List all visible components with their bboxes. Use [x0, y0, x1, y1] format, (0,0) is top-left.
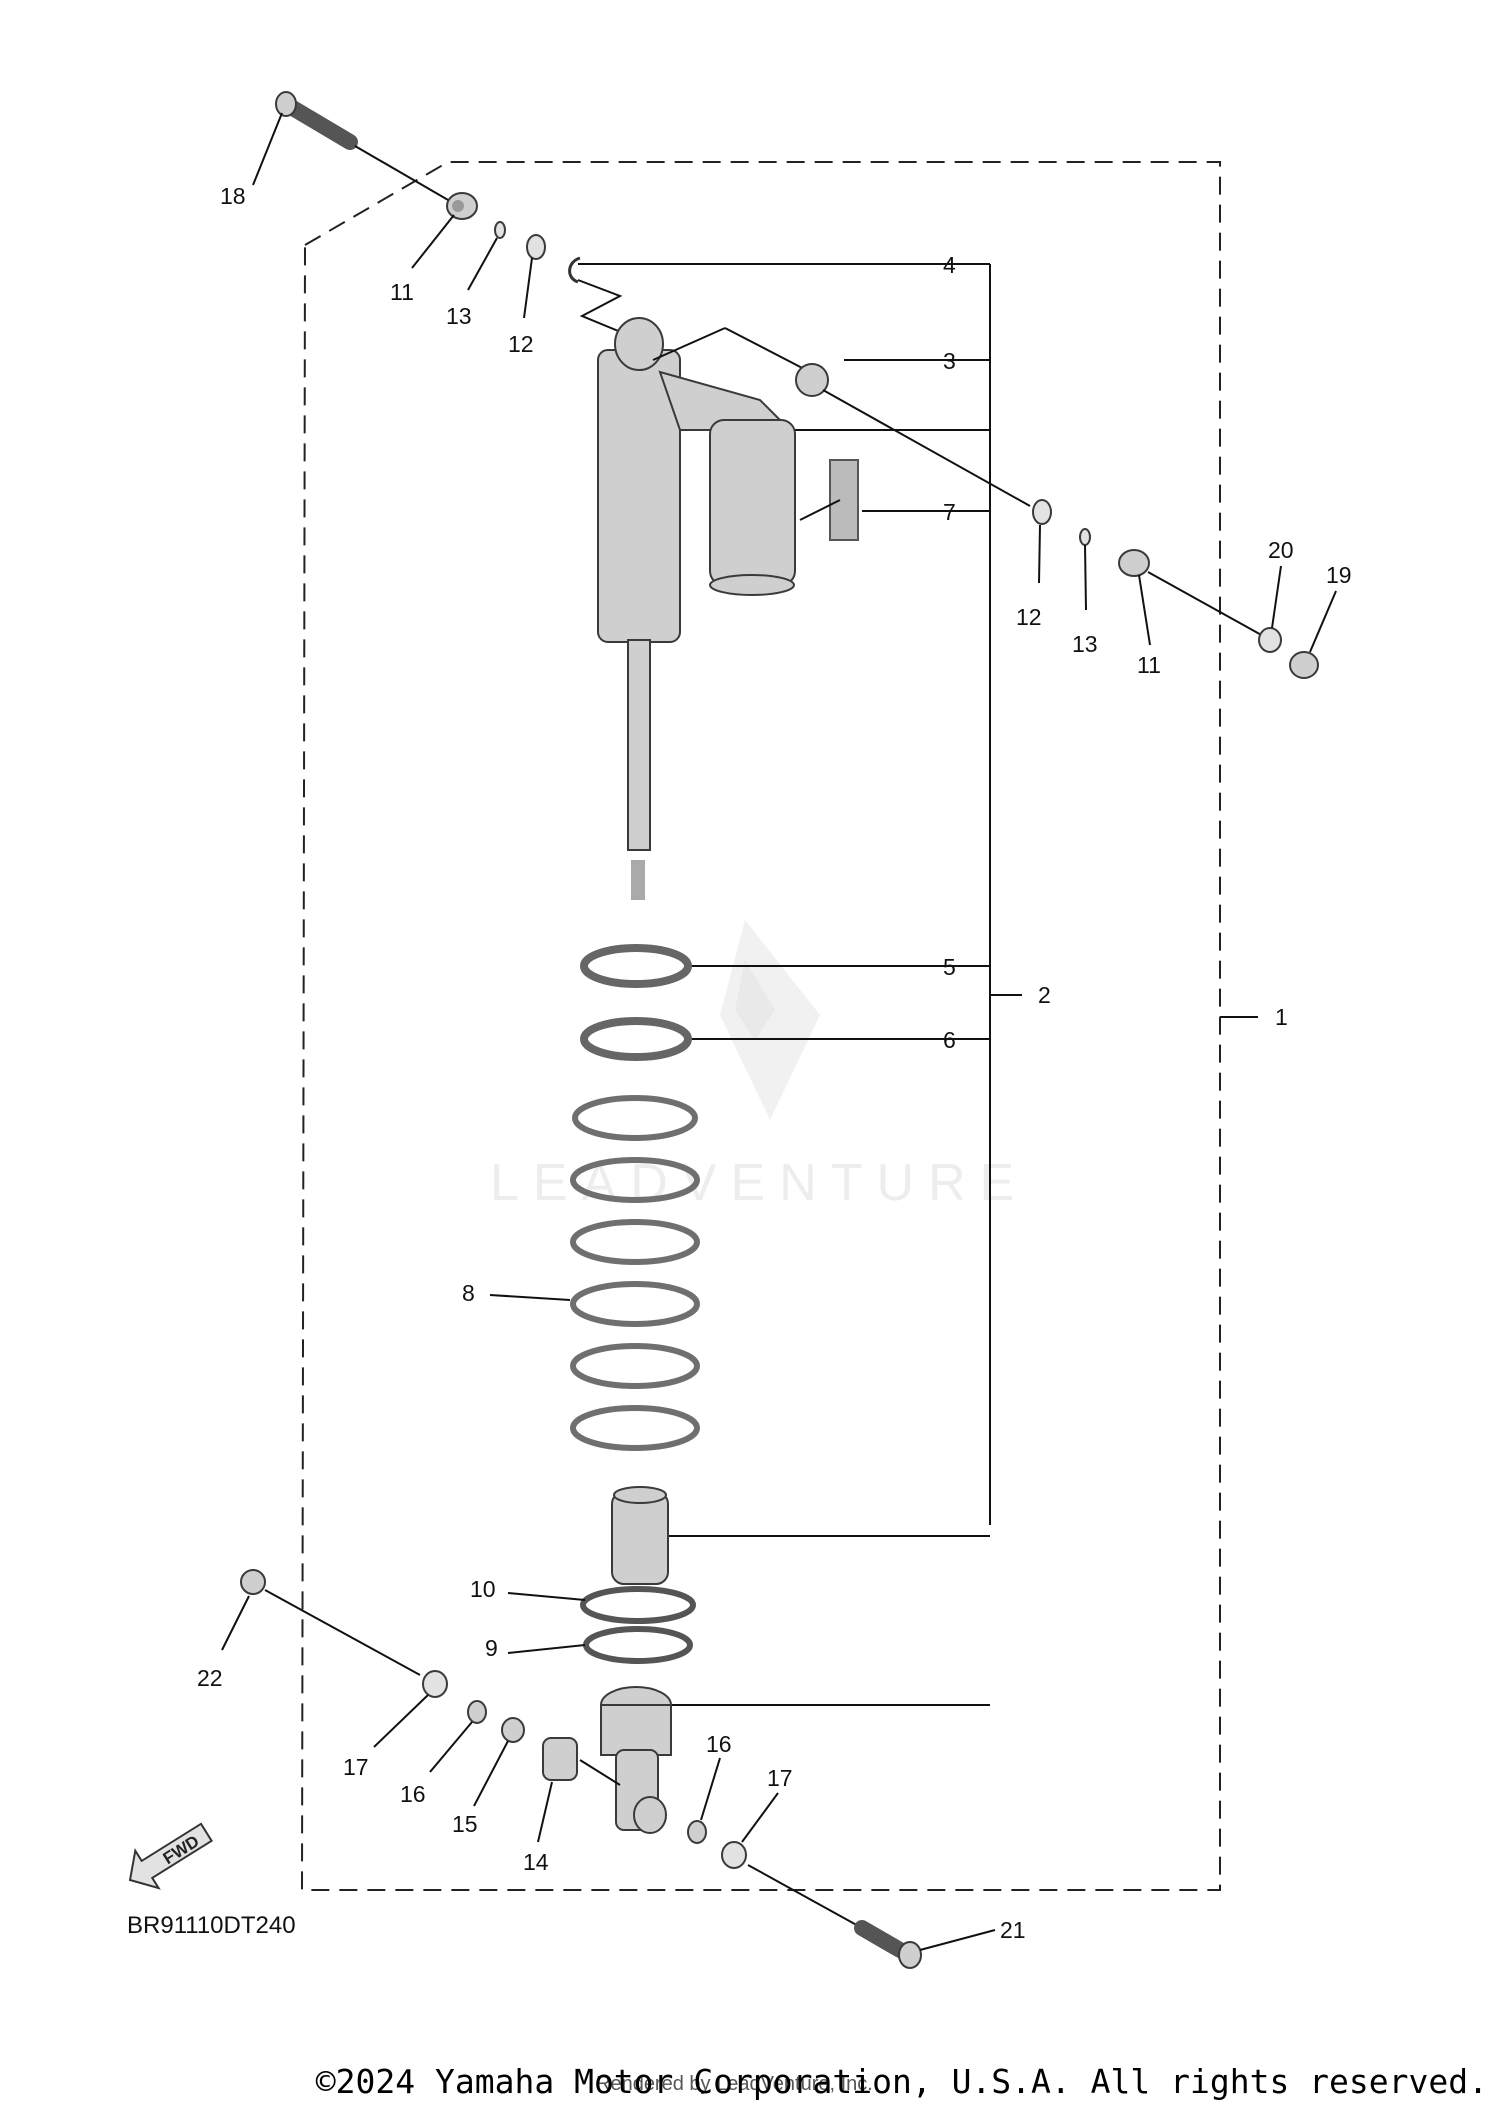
collar-22 [240, 1569, 266, 1595]
callout-2: 2 [1038, 982, 1051, 1008]
diagram-code: BR91110DT240 [127, 1912, 296, 1939]
callout-11-top: 11 [390, 279, 414, 305]
callout-11-right: 11 [1137, 652, 1161, 678]
collar-11-top [446, 192, 478, 220]
callout-1: 1 [1275, 1004, 1288, 1030]
oil-seal-16-left [467, 1700, 487, 1724]
callout-13-top: 13 [446, 303, 472, 329]
washer-12-top [526, 234, 546, 260]
washer-17-right [721, 1841, 747, 1869]
bracket-2 [578, 263, 1022, 1706]
washer-17-left [422, 1670, 448, 1698]
callout-14: 14 [523, 1849, 549, 1875]
bump-stop [611, 1486, 669, 1585]
callout-17-left: 17 [343, 1754, 369, 1780]
shock-absorber-body [597, 317, 811, 900]
spring-guide-10 [580, 1586, 696, 1624]
callout-12-right: 12 [1016, 604, 1042, 630]
oil-seal-13-right [1079, 528, 1091, 546]
bolt-21 [854, 1920, 922, 1969]
callout-20: 20 [1268, 537, 1294, 563]
leader-lines [221, 112, 1337, 1951]
callout-17-right: 17 [767, 1765, 793, 1791]
bolt-18 [275, 91, 456, 205]
collar-11-right [1118, 549, 1150, 577]
callout-22: 22 [197, 1665, 223, 1691]
callout-10: 10 [470, 1576, 496, 1602]
callout-16-left: 16 [400, 1781, 426, 1807]
label-7 [799, 459, 859, 541]
callout-7: 7 [943, 499, 956, 525]
callout-9: 9 [485, 1635, 498, 1661]
retainer-9 [583, 1626, 693, 1664]
washer-12-right [1032, 499, 1052, 525]
callout-6: 6 [943, 1027, 956, 1053]
lower-clevis [600, 1686, 672, 1834]
callout-15: 15 [452, 1811, 478, 1837]
callout-13-right: 13 [1072, 631, 1098, 657]
collar-3 [795, 363, 829, 397]
ring-nut-5 [580, 944, 692, 988]
callout-16-right: 16 [706, 1731, 732, 1757]
spring-8 [489, 1095, 700, 1451]
watermark: LEADVENTURE [490, 920, 1028, 1212]
callout-numbers: 1 2 3 4 5 6 7 8 9 10 11 11 12 12 13 13 1… [197, 183, 1352, 1943]
copyright-footer: ©2024 Yamaha Motor Corporation, U.S.A. A… [315, 2062, 1488, 2101]
watermark-text: LEADVENTURE [490, 1154, 1028, 1212]
ring-nut-6 [580, 1017, 692, 1061]
callout-3: 3 [943, 348, 956, 374]
circlip-4 [568, 256, 581, 284]
rendered-by: Rendered by LeadVenture, Inc. [596, 2073, 873, 2095]
callout-5: 5 [943, 954, 956, 980]
bushing-14 [542, 1737, 578, 1781]
nut-19 [1289, 651, 1319, 679]
callout-18: 18 [220, 183, 246, 209]
callout-4: 4 [943, 252, 956, 278]
assembly-boundary [300, 161, 1221, 1891]
oil-seal-13-top [494, 221, 506, 239]
oil-seal-16-right [687, 1820, 707, 1844]
fwd-arrow-icon: FWD [128, 1822, 214, 1890]
callout-19: 19 [1326, 562, 1352, 588]
bearing-15 [501, 1717, 525, 1743]
callout-12-top: 12 [508, 331, 534, 357]
callout-8: 8 [462, 1280, 475, 1306]
callout-21: 21 [1000, 1917, 1026, 1943]
washer-20 [1258, 627, 1282, 653]
